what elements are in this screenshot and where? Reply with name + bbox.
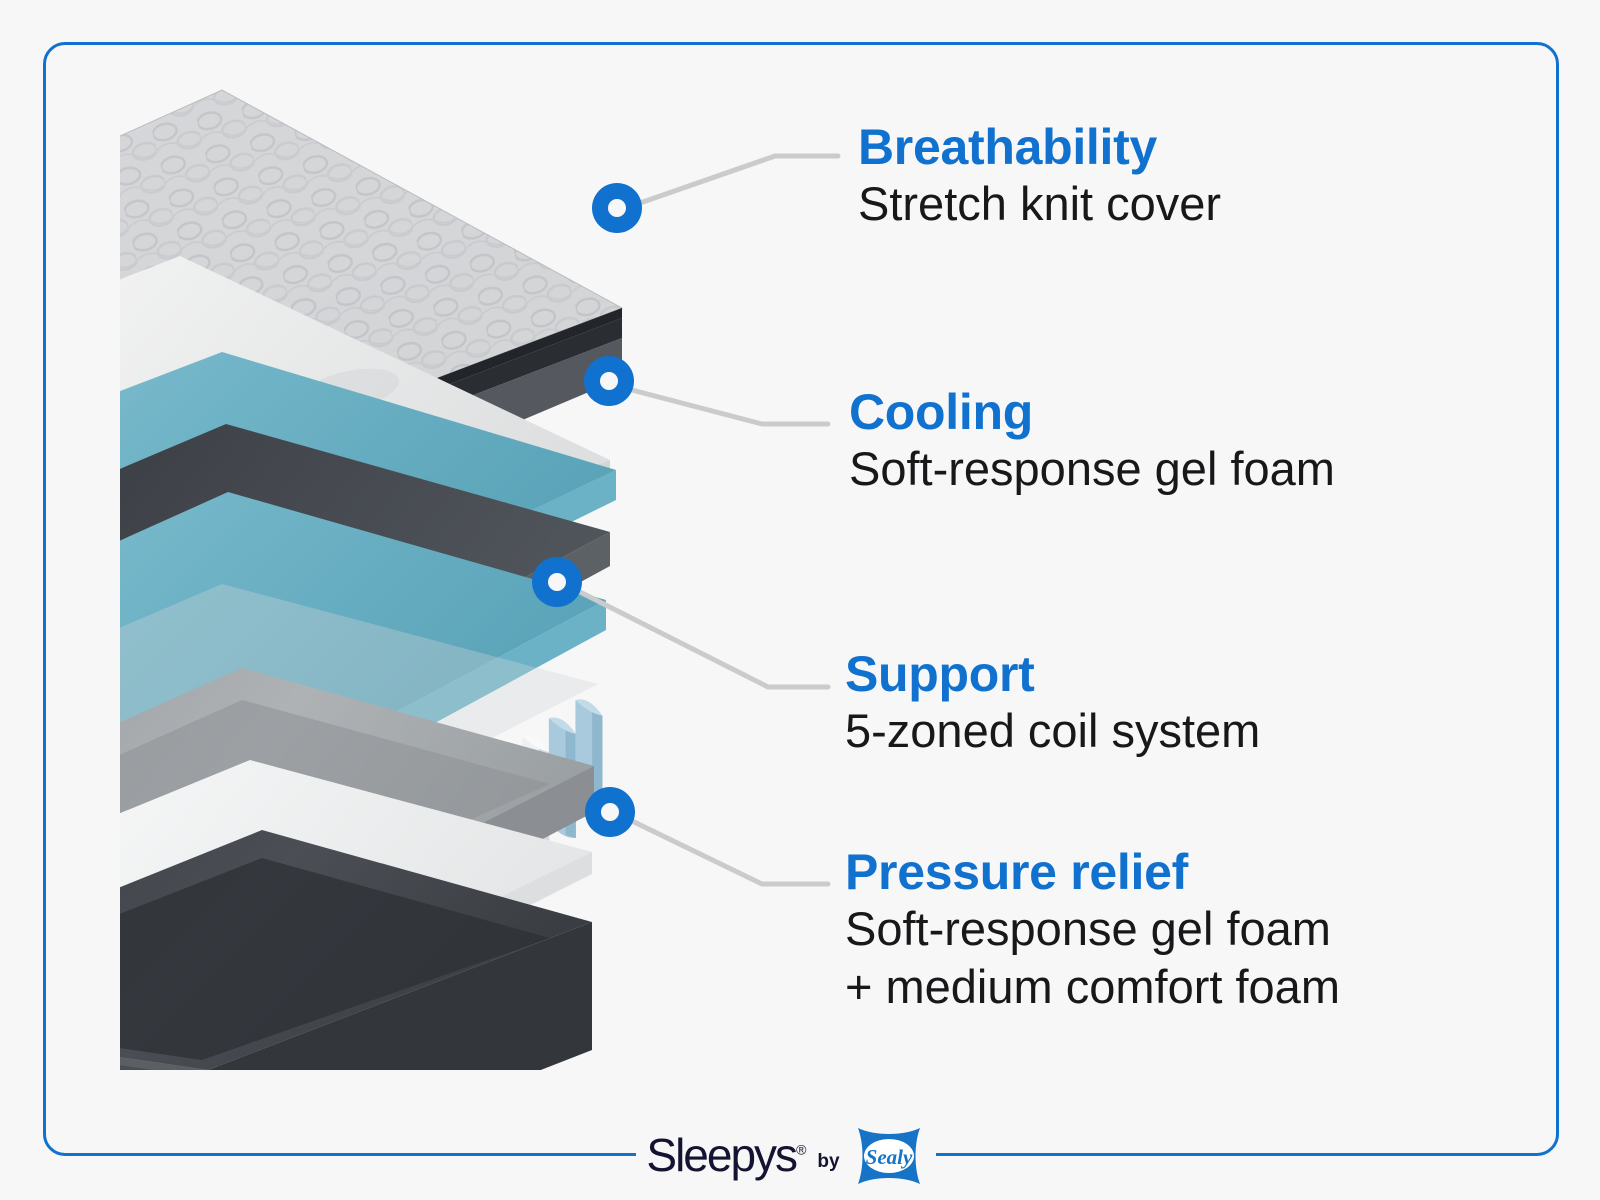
mattress-layer-cutaway	[0, 60, 670, 1070]
callout-pressure-relief: Pressure relief Soft-response gel foam +…	[845, 847, 1340, 1013]
callout-subtitle-pressure-relief-line1: Soft-response gel foam	[845, 902, 1331, 955]
callout-title-breathability: Breathability	[858, 119, 1157, 175]
callout-subtitle-pressure-relief-line2: + medium comfort foam	[845, 959, 1340, 1013]
callout-support: Support 5-zoned coil system	[845, 649, 1260, 758]
logo-by-label: by	[817, 1151, 840, 1172]
footer-logo: Sleepys® by Sealy	[636, 1112, 936, 1198]
callout-title-cooling: Cooling	[849, 384, 1033, 440]
callout-subtitle-breathability: Stretch knit cover	[858, 177, 1222, 230]
registered-trademark-icon: ®	[796, 1141, 807, 1158]
callout-title-support: Support	[845, 646, 1035, 702]
callout-breathability: Breathability Stretch knit cover	[858, 122, 1221, 231]
callout-cooling: Cooling Soft-response gel foam	[849, 387, 1335, 496]
sleepys-brand-text: Sleepys	[646, 1129, 798, 1181]
sleepys-wordmark: Sleepys®	[646, 1128, 806, 1182]
callout-subtitle-support: 5-zoned coil system	[845, 704, 1261, 757]
sealy-logo-icon: Sealy	[857, 1128, 920, 1184]
sealy-wordmark-text: Sealy	[865, 1145, 912, 1169]
frame-occluder-left	[0, 88, 120, 1098]
callout-subtitle-cooling: Soft-response gel foam	[849, 442, 1335, 495]
callout-title-pressure-relief: Pressure relief	[845, 844, 1188, 900]
